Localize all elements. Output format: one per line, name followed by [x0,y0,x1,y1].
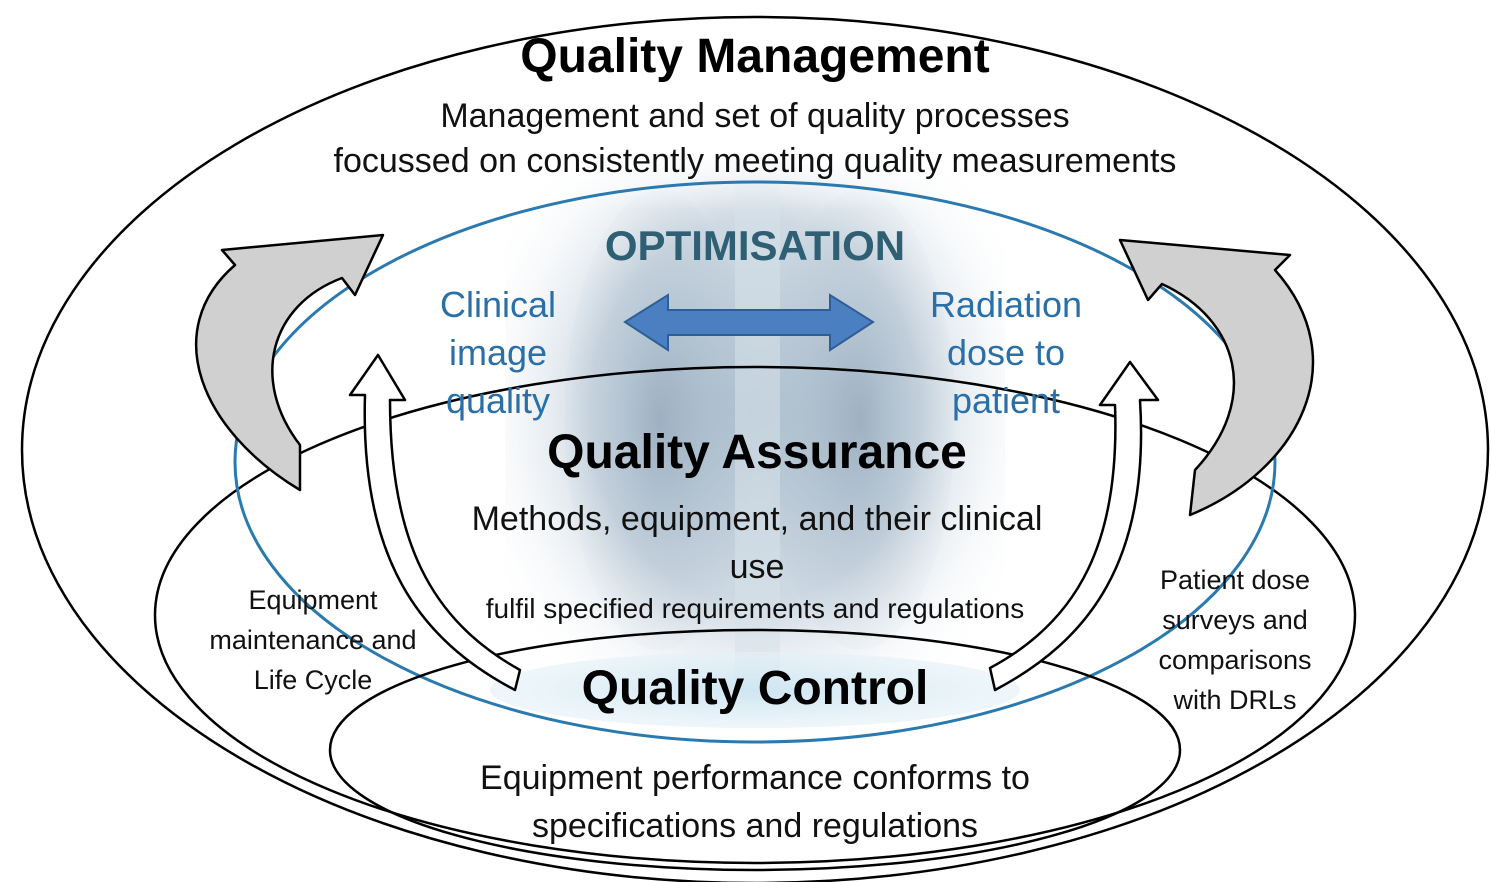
quality-control-title: Quality Control [582,662,929,715]
clinical-image-quality-line-3: quality [446,380,550,421]
quality-management-desc-line-1: Management and set of quality processes [440,97,1069,135]
large-curved-arrow-right [1118,238,1315,517]
optimisation-title: OPTIMISATION [605,222,905,269]
patient-dose-note-line-3: comparisons [1158,645,1311,675]
quality-management-title: Quality Management [520,30,989,83]
quality-assurance-title: Quality Assurance [547,426,967,479]
radiation-dose-line-1: Radiation [930,284,1082,325]
patient-dose-note-line-1: Patient dose [1160,565,1310,595]
quality-control-highlight [490,652,1020,728]
quality-assurance-desc-line-1: Methods, equipment, and their clinical [472,500,1043,538]
radiation-dose-line-2: dose to [947,332,1065,373]
equipment-note-line-1: Equipment [248,585,378,615]
patient-dose-note-line-2: surveys and [1162,605,1308,635]
quality-control-ellipse [328,628,1182,872]
quality-management-ellipse [20,15,1490,882]
double-headed-arrow [623,293,875,352]
quality-assurance-ellipse [153,365,1357,865]
clinical-image-quality-line-1: Clinical [440,284,556,325]
equipment-note-line-3: Life Cycle [254,665,373,695]
radiation-dose-line-3: patient [952,380,1060,421]
small-curved-arrow-left [348,353,522,692]
optimisation-ring [233,180,1277,744]
quality-control-desc-line-1: Equipment performance conforms to [480,759,1030,797]
xray-background [505,150,1005,730]
clinical-image-quality-line-2: image [449,332,547,373]
large-curved-arrow-left [195,233,385,492]
equipment-note-line-2: maintenance and [209,625,416,655]
quality-assurance-subtext: fulfil specified requirements and regula… [486,593,1025,624]
small-curved-arrow-right [988,360,1160,692]
patient-dose-note-line-4: with DRLs [1172,685,1296,715]
quality-control-desc-line-2: specifications and regulations [532,807,978,845]
quality-assurance-desc-line-2: use [730,548,785,586]
quality-management-desc-line-2: focussed on consistently meeting quality… [334,142,1177,180]
